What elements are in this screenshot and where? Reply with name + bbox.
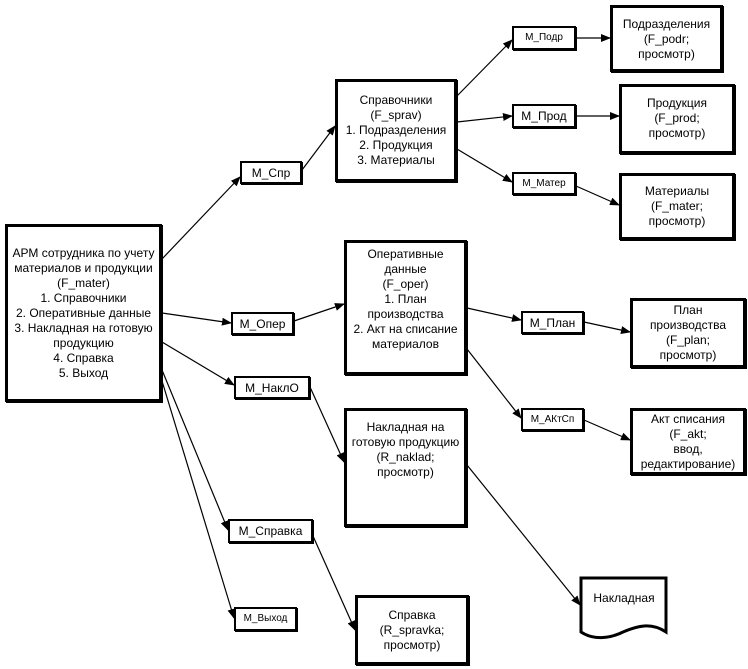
plan-line-2: производства <box>649 318 727 332</box>
podr-line-2: (F_podr; <box>643 32 690 46</box>
edge-main-to-m-vyhod <box>161 380 236 619</box>
menu-node-m-prod[interactable]: M_Прод <box>512 104 576 128</box>
main-line-2: материалов и продукции <box>14 260 153 275</box>
prod-line-2: (F_prod; <box>654 111 700 125</box>
naklad-line-3: (R_naklad; <box>376 450 435 464</box>
akt-line-2: (F_akt; <box>669 426 707 441</box>
menu-label: M_Справка <box>238 524 303 538</box>
menu-label: M_Подр <box>525 32 563 43</box>
naklad-line-4: просмотр) <box>377 465 434 479</box>
main-line-1: АРМ сотрудника по учету <box>12 245 155 260</box>
form-naklad[interactable]: Накладная на готовую продукцию (R_naklad… <box>344 408 467 527</box>
sprav-line-3: 1. Подразделения <box>345 123 447 137</box>
form-sprav[interactable]: Справочники (F_sprav) 1. Подразделения 2… <box>335 79 457 182</box>
menu-label: M_Матер <box>522 177 566 189</box>
sprav-line-5: 3. Материалы <box>357 153 435 167</box>
menu-label: M_План <box>529 315 576 330</box>
main-menu-item-3b: продукцию <box>53 335 114 350</box>
mater-line-1: Материалы <box>644 184 710 198</box>
akt-line-3: ввод, <box>673 441 703 456</box>
main-menu-item-2: 2. Оперативные данные <box>16 305 151 320</box>
menu-label: M_АКтСп <box>530 413 575 425</box>
form-akt[interactable]: Акт списания (F_akt; ввод, редактировани… <box>630 408 746 475</box>
menu-node-m-oper[interactable]: M_Опер <box>231 312 294 335</box>
edge-m-plan-to-plan <box>583 321 631 334</box>
edge-sprav-to-m-mater <box>456 148 513 183</box>
naklad-line-1: Накладная на <box>366 420 445 434</box>
naklad-line-2: готовую продукцию <box>351 435 460 449</box>
oper-line-5: производства <box>367 307 444 321</box>
edge-m-oper-to-oper <box>293 303 345 322</box>
sprav-line-4: 2. Продукция <box>359 138 433 152</box>
document-naklad-output[interactable]: Накладная <box>579 576 669 642</box>
menu-label: M_Спр <box>251 165 291 180</box>
oper-line-4: 1. План <box>384 292 427 306</box>
menu-label: M_Прод <box>521 109 567 123</box>
plan-line-3: (F_plan; <box>665 333 711 347</box>
prod-line-1: Продукция <box>646 96 708 110</box>
edge-m-spravka-to-spravka <box>312 535 356 631</box>
menu-node-m-vyhod[interactable]: M_Выход <box>234 607 297 631</box>
menu-node-m-aktsp[interactable]: M_АКтСп <box>521 408 584 431</box>
spravka-line-2: (R_spravka; <box>379 622 445 637</box>
menu-label: M_НаклО <box>245 380 299 395</box>
menu-node-m-naklo[interactable]: M_НаклО <box>234 376 310 399</box>
form-podr[interactable]: Подразделения (F_podr; просмотр) <box>610 5 723 72</box>
document-shape-icon <box>579 576 668 640</box>
edge-main-to-m-spr <box>161 176 241 260</box>
edge-sprav-to-m-podr <box>456 39 513 97</box>
form-prod[interactable]: Продукция (F_prod; просмотр) <box>619 84 735 154</box>
document-label: Накладная <box>593 591 655 605</box>
menu-node-m-spravka[interactable]: M_Справка <box>228 519 313 543</box>
oper-line-6: 2. Акт на списание <box>353 322 458 336</box>
mater-line-3: просмотр) <box>648 214 706 228</box>
menu-label: M_Опер <box>239 316 286 331</box>
menu-node-m-plan[interactable]: M_План <box>521 311 584 334</box>
spravka-line-3: просмотр) <box>383 637 441 652</box>
main-menu-item-4: 4. Справка <box>53 350 114 365</box>
edge-m-naklo-to-naklad <box>309 386 345 463</box>
edge-oper-to-m-plan <box>466 307 522 322</box>
plan-line-4: просмотр) <box>659 348 717 362</box>
form-plan[interactable]: План производства (F_plan; просмотр) <box>630 298 746 368</box>
main-line-3: (F_mater) <box>57 275 110 290</box>
edge-main-to-m-naklo <box>161 341 235 386</box>
edge-oper-to-m-aktsp <box>466 348 522 419</box>
edge-main-to-m-oper <box>161 312 232 326</box>
menu-label: M_Выход <box>243 613 288 624</box>
main-form-f-mater[interactable]: АРМ сотрудника по учету материалов и про… <box>5 224 162 402</box>
akt-line-1: Акт списания <box>651 411 725 426</box>
oper-line-2: данные <box>384 262 427 276</box>
podr-line-3: просмотр) <box>638 47 695 61</box>
sprav-line-1: Справочники <box>359 93 433 107</box>
oper-line-1: Оперативные <box>367 247 444 261</box>
main-menu-item-5: 5. Выход <box>58 365 109 380</box>
menu-node-m-podr[interactable]: M_Подр <box>512 26 576 50</box>
main-menu-item-1: 1. Справочники <box>40 290 127 305</box>
akt-line-4: редактирование) <box>640 456 736 471</box>
edge-m-spr-to-sprav <box>301 125 336 171</box>
oper-line-7: материалов <box>372 337 439 351</box>
form-spravka[interactable]: Справка (R_spravka; просмотр) <box>355 595 469 665</box>
main-menu-item-3a: 3. Накладная на готовую <box>14 320 153 335</box>
edge-sprav-to-m-prod <box>456 112 513 123</box>
prod-line-3: просмотр) <box>648 126 706 140</box>
mater-line-2: (F_mater; <box>650 199 703 213</box>
plan-line-1: План <box>673 303 703 317</box>
menu-node-m-spr[interactable]: M_Спр <box>240 161 302 184</box>
edge-main-to-m-spravka <box>161 369 229 531</box>
form-mater[interactable]: Материалы (F_mater; просмотр) <box>619 173 735 240</box>
podr-line-1: Подразделения <box>622 17 711 31</box>
spravka-line-1: Справка <box>388 607 436 622</box>
oper-line-3: (F_oper) <box>382 277 429 291</box>
edge-m-mater-to-mater <box>575 185 620 206</box>
edge-m-aktsp-to-akt <box>583 419 631 441</box>
edge-naklad-to-doc <box>466 464 581 606</box>
form-oper[interactable]: Оперативные данные (F_oper) 1. План прои… <box>344 240 467 375</box>
sprav-line-2: (F_sprav) <box>370 108 422 122</box>
menu-node-m-mater[interactable]: M_Матер <box>512 172 576 195</box>
